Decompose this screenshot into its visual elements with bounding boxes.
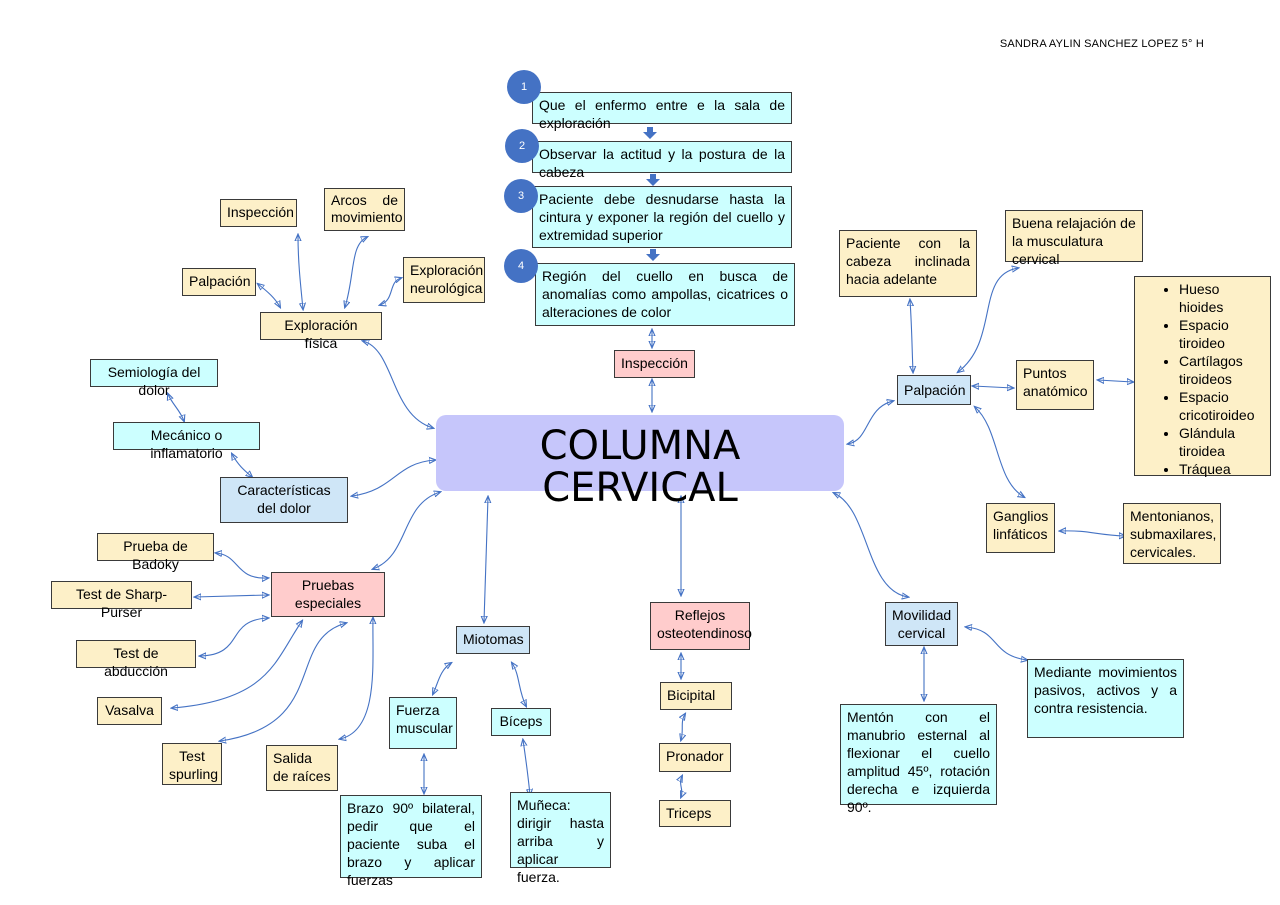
arcos-movimiento: Arcos de movimiento [324,188,405,231]
semiologia-dolor: Semiología del dolor [90,359,218,398]
menton-descripcion: Mentón con el manubrio esternal al flexi… [840,704,997,815]
fuerza-muscular: Fuerza muscular [389,697,457,749]
salida-raices: Salida de raíces [266,745,338,791]
buena-relajacion: Buena relajación de la musculatura cervi… [1005,210,1143,267]
ganglios-linfaticos: Ganglios linfáticos [986,503,1055,553]
mentonianos: Mentonianos, submaxilares, cervicales. [1123,503,1221,564]
reflejo-triceps: Triceps [659,800,731,827]
muneca-descripcion: Muñeca: dirigir hasta arriba y aplicar f… [510,792,611,885]
list-item: Cartílagos tiroideos [1179,352,1266,388]
miotomas: Miotomas [456,626,530,654]
step-4-box: Región del cuello en busca de anomalías … [535,263,795,326]
movilidad-cervical: Movilidad cervical [885,602,958,646]
step-1-text: Que el enfermo entre e la sala de explor… [539,97,785,131]
down-arrow-icon [643,127,657,139]
paciente-cabeza: Paciente con la cabeza inclinada hacia a… [839,230,977,297]
exploracion-palpacion: Palpación [182,268,256,296]
reflejo-pronador: Pronador [659,743,731,772]
step-1-number-badge: 1 [507,70,541,104]
step-2-number-badge: 2 [505,129,539,163]
exploracion-inspeccion: Inspección [220,199,297,227]
step-4-text: Región del cuello en busca de anomalías … [542,268,788,320]
mediante-descripcion: Mediante movimientos pasivos, activos y … [1027,659,1184,738]
author-name: SANDRA AYLIN SANCHEZ LOPEZ 5° H [999,38,1204,50]
brazo-descripcion: Brazo 90º bilateral, pedir que el pacien… [340,795,482,888]
puntos-anatomicos-list: Hueso hioides Espacio tiroideo Cartílago… [1134,276,1271,478]
list-item: Tráquea [1179,460,1266,478]
list-item: Glándula tiroidea [1179,424,1266,460]
step-2-text: Observar la actitud y la postura de la c… [539,146,785,180]
test-abduccion: Test de abducción [76,640,196,679]
central-topic: COLUMNA CERVICAL [436,415,844,509]
down-arrow-icon [646,249,660,261]
reflejo-bicipital: Bicipital [660,682,732,710]
step-3-number-badge: 3 [504,179,538,213]
step-3-box: Paciente debe desnudarse hasta la cintur… [532,186,792,248]
palpacion-node: Palpación [897,375,971,405]
caracteristicas-dolor: Características del dolor [220,477,348,523]
exploracion-fisica: Exploración física [260,312,382,351]
step-1-box: Que el enfermo entre e la sala de explor… [532,92,792,131]
mecanico-inflamatorio: Mecánico o inflamatorio [113,422,260,461]
test-sharp-purser: Test de Sharp-Purser [51,581,192,620]
biceps: Bíceps [491,708,551,736]
vasalva: Vasalva [97,697,162,725]
step-2-box: Observar la actitud y la postura de la c… [532,141,792,180]
inspeccion-node: Inspección [614,350,695,378]
exploracion-neurologica: Exploración neurológica [403,257,485,303]
puntos-anatomico: Puntos anatómico [1016,360,1094,410]
pruebas-especiales: Pruebas especiales [271,572,385,617]
step-4-number-badge: 4 [504,249,538,283]
step-3-text: Paciente debe desnudarse hasta la cintur… [539,191,785,243]
list-item: Hueso hioides [1179,280,1266,316]
test-spurling: Test spurling [162,743,222,785]
prueba-badoky: Prueba de Badoky [97,533,214,572]
down-arrow-icon [646,174,660,186]
list-item: Espacio tiroideo [1179,316,1266,352]
reflejos-osteotendinoso: Reflejos osteotendinoso [650,602,752,650]
list-item: Espacio cricotiroideo [1179,388,1266,424]
